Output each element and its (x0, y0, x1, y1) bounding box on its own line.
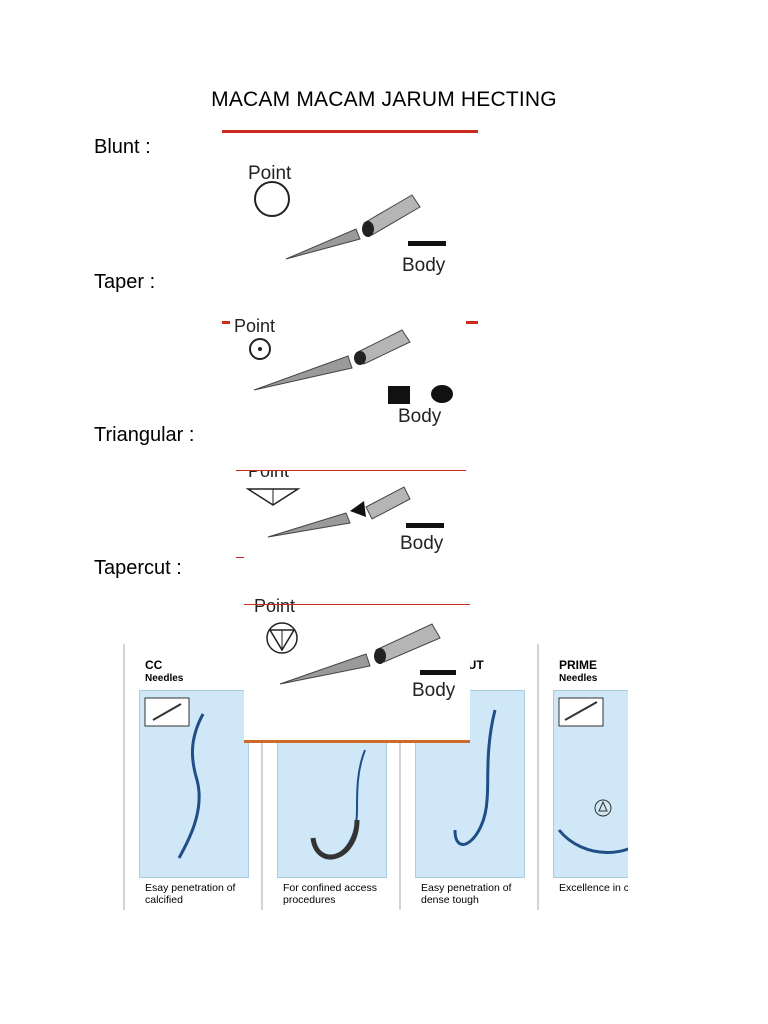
body-label: Body (412, 680, 456, 701)
curved-needle-icon (557, 697, 628, 854)
round-body-icon (431, 385, 453, 403)
card-caption: Easy penetration of dense tough (421, 882, 512, 906)
body-label: Body (400, 533, 444, 554)
point-label: Point (234, 318, 275, 336)
flat-body-icon (408, 241, 446, 246)
flat-body-icon (406, 523, 444, 528)
needle-tip-icon (279, 653, 371, 685)
needle-tip-icon (253, 355, 353, 391)
triangle-head-icon (350, 501, 366, 517)
blunt-needle-diagram: Point Body (222, 130, 478, 324)
needle-tip-icon (267, 512, 351, 538)
taper-needle-diagram: Point Body (230, 318, 466, 430)
flat-body-icon (420, 670, 456, 675)
card-caption: Esay penetration of calcified (145, 882, 236, 906)
card-subtitle: Needles (145, 673, 184, 684)
needle-tip-icon (285, 228, 361, 260)
body-label: Body (402, 255, 446, 276)
label-taper: Taper : (94, 271, 156, 293)
card-caption: For confined access procedures (283, 882, 377, 906)
page-title: MACAM MACAM JARUM HECTING (211, 88, 557, 111)
taper-point-icon (249, 338, 271, 360)
needle-body-icon (365, 486, 411, 520)
card-title: PRIME (559, 658, 598, 672)
label-blunt: Blunt : (94, 136, 151, 158)
card-subtitle: Needles (559, 673, 598, 684)
point-label: Point (254, 596, 295, 616)
tapercut-point-icon (266, 622, 298, 654)
point-label: Point (248, 471, 289, 481)
curved-needle-icon (144, 697, 205, 859)
body-label: Body (398, 406, 442, 427)
curved-needle-icon (310, 749, 366, 860)
round-point-icon (254, 181, 290, 217)
tapercut-needle-diagram: Point Body (244, 556, 470, 743)
point-label: Point (248, 163, 292, 184)
card-title: CC (145, 658, 163, 672)
curved-needle-icon (453, 709, 497, 846)
card-caption: Excellence in closure (559, 882, 628, 894)
product-card-cc: CC Needles Esay penetration of calcified (123, 644, 253, 910)
square-body-icon (388, 386, 410, 404)
triangular-needle-diagram: Point Body (236, 470, 466, 558)
label-triangular: Triangular : (94, 424, 195, 446)
product-card-prime: PRIME Needles Excellence in closure (537, 644, 628, 910)
label-tapercut: Tapercut : (94, 557, 182, 579)
